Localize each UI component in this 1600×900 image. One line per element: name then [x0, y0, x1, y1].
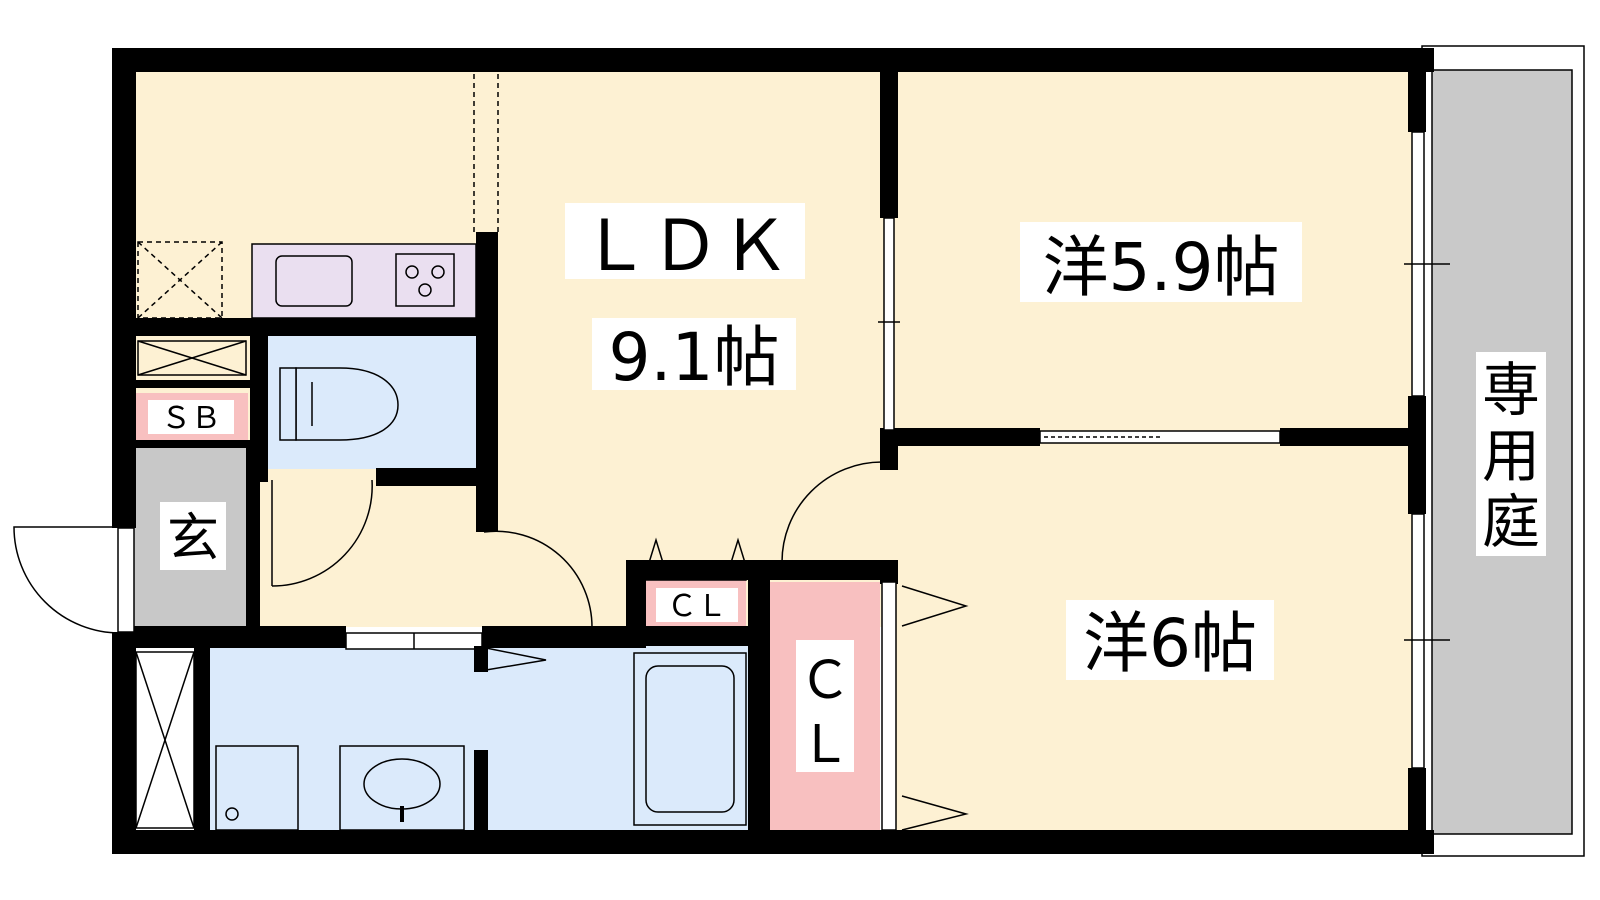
- closet-small-label-bg: [656, 588, 738, 622]
- bathtub-outer: [633, 652, 747, 826]
- burner-icon: [418, 283, 432, 297]
- left-storage-cross-b: [135, 651, 195, 829]
- upper-storage: [137, 340, 247, 376]
- wall-right-b: [1408, 396, 1426, 514]
- western1-label-bg: [1020, 222, 1302, 302]
- upper-storage-cross-b: [137, 340, 247, 376]
- kitchen-counter: [251, 243, 477, 319]
- wall-kitchen-divider: [476, 232, 498, 532]
- kitchen-sink: [275, 255, 353, 307]
- toilet-tank: [279, 367, 297, 441]
- wall-shoebox-b: [126, 440, 262, 448]
- closet-large-label-bg: [796, 640, 854, 772]
- small-closet-door-a: [647, 537, 665, 567]
- burner-icon: [431, 265, 445, 279]
- garden-label-bg: [1476, 352, 1546, 556]
- fridge-cross-b: [137, 241, 223, 319]
- bathroom-door: [485, 647, 547, 671]
- stove: [395, 253, 455, 307]
- wall-closet-left: [748, 560, 770, 854]
- wall-top: [112, 48, 1434, 72]
- wall-entrance-right: [246, 440, 260, 630]
- washroom-door-swing: [483, 530, 593, 629]
- ldk-label-bg: [565, 203, 805, 279]
- wall-ldk-room1: [880, 48, 898, 218]
- washroom-floor: [206, 645, 484, 830]
- burner-icon: [405, 265, 419, 279]
- windows: [117, 131, 1450, 831]
- window-right-lower: [1411, 513, 1425, 769]
- walls: [112, 48, 1434, 854]
- garden-label-2: 用: [1482, 422, 1540, 490]
- entrance-threshold: [117, 527, 135, 633]
- drain-icon: [225, 807, 239, 821]
- wall-shoebox: [126, 380, 262, 388]
- room2-door-swing: [781, 461, 883, 563]
- toilet-icon: [295, 367, 399, 441]
- bathtub-inner: [645, 665, 735, 813]
- fixtures: [135, 74, 747, 831]
- ldk-name-label: ＬＤＫ: [580, 205, 790, 287]
- entrance-door-swing: [13, 526, 121, 634]
- wall-between-rooms-a: [880, 428, 1040, 446]
- wall-wet-top-a: [126, 626, 346, 648]
- shoebox-label: ＳＢ: [161, 401, 221, 436]
- closet-right-panel: [881, 581, 897, 831]
- ldk-size-bg: [592, 318, 796, 390]
- entrance-label-bg: [160, 502, 226, 570]
- wall-left-upper: [112, 48, 136, 528]
- wall-fridge-base: [126, 318, 498, 336]
- closet-small-label: ＣＬ: [667, 589, 727, 624]
- floor-fills: [126, 45, 1585, 857]
- wall-wash-bath-b: [474, 750, 488, 854]
- wall-bottom: [112, 830, 1434, 854]
- toilet-door-swing: [271, 479, 373, 587]
- wall-small-cl-base: [626, 626, 766, 646]
- labels: ＬＤＫ 9.1帖 洋5.9帖 洋6帖 専 用 庭 玄 ＳＢ ＣＬ Ｃ Ｌ: [148, 203, 1546, 775]
- wall-toilet-base: [376, 468, 498, 486]
- wall-wet-top-b: [482, 626, 638, 648]
- western2-label-bg: [1066, 600, 1274, 680]
- garden-label-3: 庭: [1482, 488, 1540, 556]
- shoebox-label-bg: [148, 400, 234, 434]
- window-ldk-room1: [883, 217, 895, 431]
- western1-label: 洋5.9帖: [1043, 229, 1280, 306]
- closet-door-bottom: [901, 795, 969, 831]
- wall-right-a: [1408, 48, 1426, 132]
- ldk-size-label: 9.1帖: [609, 319, 780, 396]
- western2-label: 洋6帖: [1083, 605, 1257, 682]
- small-closet-door-b: [729, 537, 747, 567]
- wall-left-lower: [112, 632, 136, 854]
- closet-large-label-2: Ｌ: [799, 715, 851, 775]
- wall-right-c: [1408, 768, 1426, 854]
- entrance-label: 玄: [167, 509, 219, 569]
- closet-large-label-1: Ｃ: [799, 651, 851, 711]
- wall-wash-bath: [474, 646, 488, 672]
- closet-door-top: [901, 585, 969, 627]
- wall-between-rooms-b: [1280, 428, 1426, 446]
- wall-storage-right: [194, 646, 210, 854]
- garden-label-1: 専: [1482, 356, 1540, 424]
